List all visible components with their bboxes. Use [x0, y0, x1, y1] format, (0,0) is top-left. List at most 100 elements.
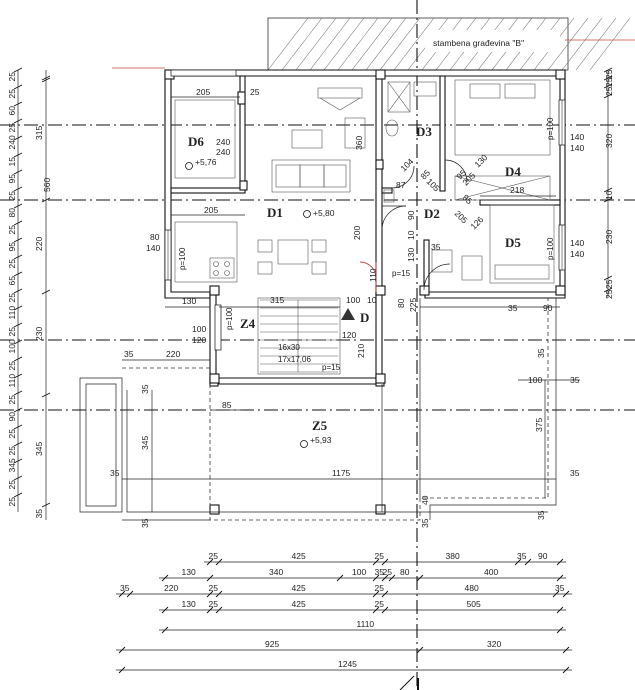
left-dim-label: 345 — [7, 458, 17, 472]
interior-dimensions: 205 25 240 240 205 360 80 140 130 315 10… — [110, 87, 584, 528]
dim-tick — [126, 590, 134, 598]
stair-steps: 16x30 — [278, 343, 300, 352]
dim-tick — [13, 237, 23, 243]
dim-d1-left-1: 80 — [150, 232, 160, 242]
dim-entry-80: 80 — [396, 298, 406, 308]
left-dim-label: 25 — [7, 259, 17, 269]
left-dim-label: 25 — [7, 395, 17, 405]
dim-tick — [603, 75, 613, 81]
bottom-dim-label: 320 — [487, 639, 501, 649]
dim-terrace-85: 85 — [222, 400, 232, 410]
room-d6-label: D6 — [188, 134, 204, 149]
dim-tick — [13, 135, 23, 141]
left-dim-label: 25 — [7, 191, 17, 201]
dim-tick — [381, 590, 389, 598]
dim-right-35a: 35 — [508, 303, 518, 313]
dim-right-35c: 35 — [570, 375, 580, 385]
dim-tick — [206, 606, 214, 614]
dim-tick — [416, 574, 424, 582]
left-dim-label-inner: 560 — [42, 178, 52, 192]
bottom-dim-label: 35 — [120, 583, 130, 593]
dim-terrace-1175: 1175 — [332, 468, 351, 478]
dim-tick — [13, 390, 23, 396]
left-dimension-chain: 2525602524015952580259525652511025100251… — [7, 67, 52, 520]
dim-terrace-35a: 35 — [124, 349, 134, 359]
windows — [164, 69, 566, 351]
dim-terrace-35c: 35 — [110, 468, 120, 478]
dim-tick — [603, 287, 613, 293]
dim-tick — [118, 590, 126, 598]
dim-d6-h1: 240 — [216, 137, 230, 147]
room-d3-label: D3 — [416, 124, 432, 139]
left-dim-label: 25 — [7, 89, 17, 99]
dim-tick — [372, 606, 380, 614]
bottom-dim-label: 80 — [400, 567, 410, 577]
bottom-dim-label: 380 — [446, 551, 460, 561]
left-dim-label: 15 — [7, 157, 17, 167]
bottom-dim-label: 480 — [465, 583, 479, 593]
dim-d1-width: 205 — [204, 205, 218, 215]
left-dim-label-inner: 315 — [34, 126, 44, 140]
left-dim-label-inner: 345 — [34, 442, 44, 456]
left-dim-label: 25 — [7, 225, 17, 235]
room-d2-label: D2 — [424, 206, 440, 221]
left-dim-label: 240 — [7, 135, 17, 149]
dim-tick — [41, 392, 51, 398]
left-dim-label: 25 — [7, 446, 17, 456]
level-marker-icon — [300, 440, 308, 448]
bottom-dim-label: 425 — [292, 583, 306, 593]
dim-hall-200: 200 — [352, 226, 362, 240]
room-d5-label: D5 — [505, 235, 521, 250]
dim-tick — [514, 558, 522, 566]
dim-bottom-35: 35 — [420, 518, 430, 528]
dim-d2-205b: 205 — [453, 208, 470, 225]
dim-d2-90: 90 — [406, 210, 416, 220]
dim-tick — [161, 606, 169, 614]
dim-tick — [13, 373, 23, 379]
dim-d2-126: 126 — [468, 214, 485, 231]
dim-right-100: 100 — [528, 375, 542, 385]
dim-tick — [13, 118, 23, 124]
dim-right-375: 375 — [534, 418, 544, 432]
dim-tick — [161, 626, 169, 634]
bottom-dim-label: 130 — [182, 599, 196, 609]
dim-z4-a: 100 — [192, 324, 206, 334]
dim-tick — [41, 77, 51, 83]
bottom-dim-label: 35 — [517, 551, 527, 561]
dim-d1-left-2: 140 — [146, 243, 160, 253]
entry-sill: p=15 — [392, 269, 411, 278]
dim-tick — [381, 606, 389, 614]
bottom-dim-label: 130 — [182, 567, 196, 577]
entry-arrow — [341, 308, 355, 320]
dim-tick — [13, 203, 23, 209]
left-dim-label-inner: 220 — [34, 237, 44, 251]
right-dim-label: 25 — [604, 279, 614, 289]
dim-d2-35: 35 — [431, 242, 441, 252]
dim-tick — [13, 220, 23, 226]
right-dim-label: 230 — [604, 230, 614, 244]
bottom-dim-label: 25 — [209, 551, 219, 561]
room-d1-label: D1 — [267, 205, 283, 220]
bottom-dim-label: 1245 — [338, 659, 357, 669]
right-dim-label: 25 — [604, 69, 614, 79]
left-dim-label: 100 — [7, 339, 17, 353]
dim-d6-h2: 240 — [216, 147, 230, 157]
dim-d1-height: 360 — [354, 136, 364, 150]
left-dim-label: 90 — [7, 412, 17, 422]
dim-tick — [118, 666, 126, 674]
dim-tick — [13, 152, 23, 158]
left-dim-label: 25 — [7, 480, 17, 490]
bottom-dim-label: 90 — [538, 551, 548, 561]
room-labels: D6 D1 D3 D2 D4 D5 Z4 Z5 D — [188, 124, 521, 433]
left-dim-label: 80 — [7, 208, 17, 218]
dim-tick — [206, 574, 214, 582]
dim-tick — [13, 424, 23, 430]
north-arrow-icon — [399, 675, 419, 690]
right-dim-label: 25 — [604, 77, 614, 87]
dim-terrace-345: 345 — [140, 436, 150, 450]
dim-hall-110: 110 — [368, 268, 378, 282]
level-d1: +5,80 — [313, 208, 335, 218]
dim-tick — [41, 197, 51, 203]
